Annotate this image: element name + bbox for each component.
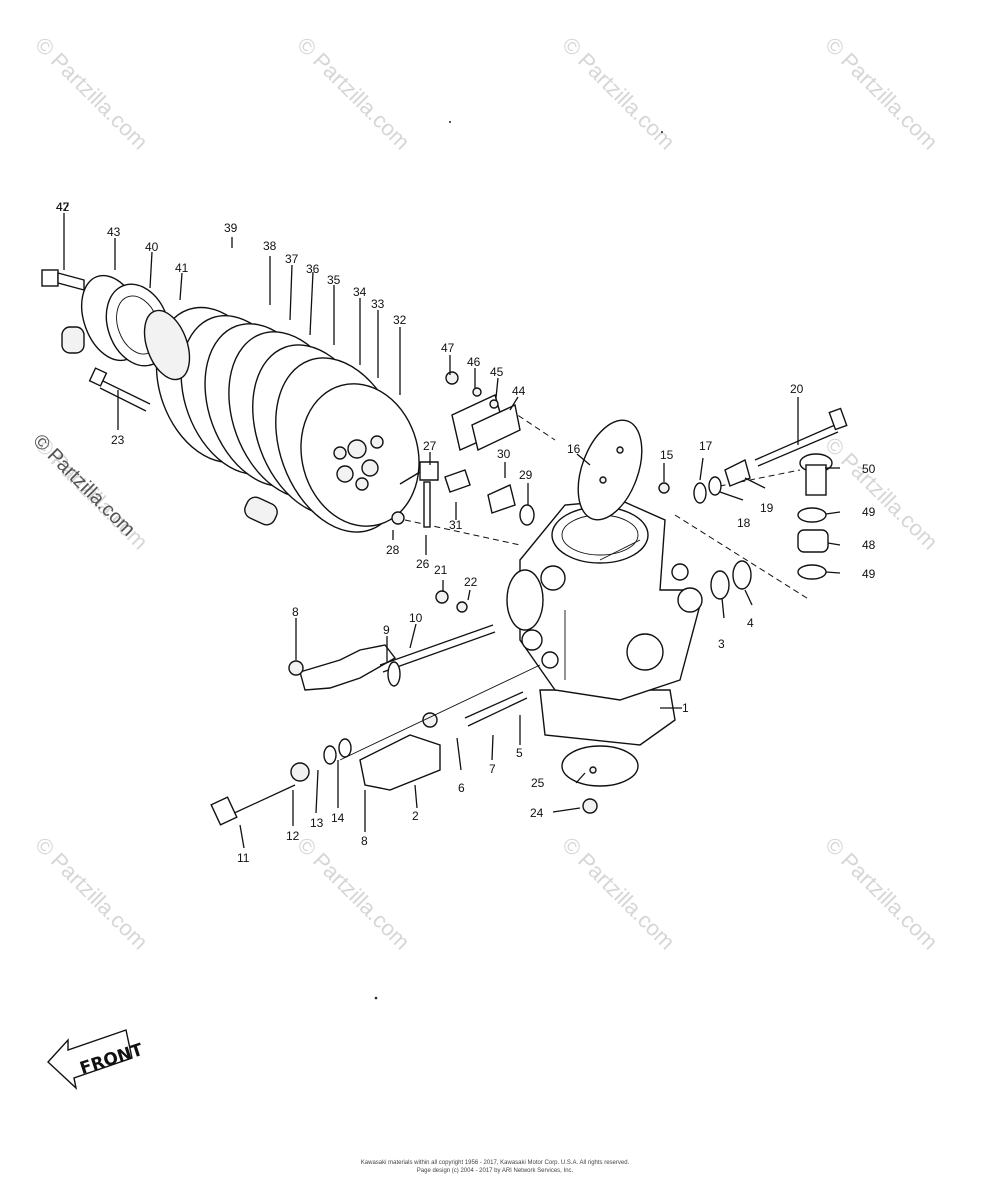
callout-number: 42 [56, 200, 70, 214]
callout-number: 25 [531, 776, 545, 790]
callout-number: 43 [107, 225, 121, 239]
screw [435, 590, 449, 604]
callout-number: 9 [383, 623, 390, 637]
right-side-parts [658, 407, 848, 600]
screw [582, 798, 598, 814]
callout-number: 47 [56, 200, 70, 214]
screw [391, 511, 405, 525]
callout-number: 22 [464, 575, 478, 589]
callout-number: 50 [862, 462, 876, 476]
copyright-line: Page design (c) 2004 - 2017 by ARI Netwo… [416, 1168, 574, 1174]
callout-number: 31 [449, 518, 463, 532]
guide-line [509, 409, 556, 441]
clutch-plate-stack [61, 306, 420, 533]
callout-number: 45 [490, 365, 504, 379]
callout-number: 15 [660, 448, 674, 462]
copyright-line: Kawasaki materials within all copyright … [360, 1160, 630, 1166]
callout-number: 27 [423, 439, 437, 453]
callout-number: 38 [263, 239, 277, 253]
callout-number: 11 [237, 851, 250, 865]
front-arrow-icon: FRONT [47, 1029, 146, 1090]
callout-number: 49 [862, 505, 876, 519]
callout-number: 5 [516, 746, 523, 760]
callout-number: 36 [306, 262, 320, 276]
float-plate [561, 745, 639, 787]
carburetor-body [506, 499, 703, 746]
callout-number: 16 [567, 442, 581, 456]
callout-number: 35 [327, 273, 341, 287]
callout-number: 17 [699, 439, 713, 453]
needle-jet-group [399, 461, 535, 528]
callout-number: 4 [747, 616, 754, 630]
callout-number: 3 [718, 637, 725, 651]
callout-number: 28 [386, 543, 400, 557]
washer [456, 601, 468, 613]
callout-number: 21 [434, 563, 448, 577]
callout-number: 7 [489, 762, 496, 776]
callout-number: 13 [310, 816, 324, 830]
callout-number: 8 [292, 605, 299, 619]
callout-number: 37 [285, 252, 299, 266]
callout-number: 18 [737, 516, 751, 530]
callout-number: 26 [416, 557, 430, 571]
pressure-plate-group [41, 269, 191, 412]
callout-labels: 1 2 3 4 5 6 7 8 8 9 10 11 12 13 14 15 16… [56, 200, 876, 865]
callout-number: 20 [790, 382, 804, 396]
callout-number: 2 [412, 809, 419, 823]
callout-number: 29 [519, 468, 533, 482]
leader-lines [63, 213, 841, 849]
callout-number: 19 [760, 501, 774, 515]
callout-number: 46 [467, 355, 481, 369]
callout-number: 6 [458, 781, 465, 795]
guide-line [404, 519, 521, 546]
callout-number: 30 [497, 447, 511, 461]
callout-number: 44 [512, 384, 526, 398]
callout-number: 14 [331, 811, 345, 825]
callout-number: 24 [530, 806, 544, 820]
callout-number: 10 [409, 611, 423, 625]
callout-number: 1 [682, 701, 689, 715]
callout-number: 23 [111, 433, 125, 447]
callout-number: 33 [371, 297, 385, 311]
callout-number: 41 [175, 261, 189, 275]
callout-number: 48 [862, 538, 876, 552]
callout-number: 8 [361, 834, 368, 848]
callout-number: 32 [393, 313, 407, 327]
guide-line [674, 514, 811, 601]
callout-number: 40 [145, 240, 159, 254]
throttle-shaft-group [210, 624, 541, 826]
callout-number: 39 [224, 221, 238, 235]
callout-number: 49 [862, 567, 876, 581]
callout-number: 34 [353, 285, 367, 299]
callout-number: 47 [441, 341, 455, 355]
link-plate-group [445, 371, 521, 452]
callout-number: 12 [286, 829, 300, 843]
